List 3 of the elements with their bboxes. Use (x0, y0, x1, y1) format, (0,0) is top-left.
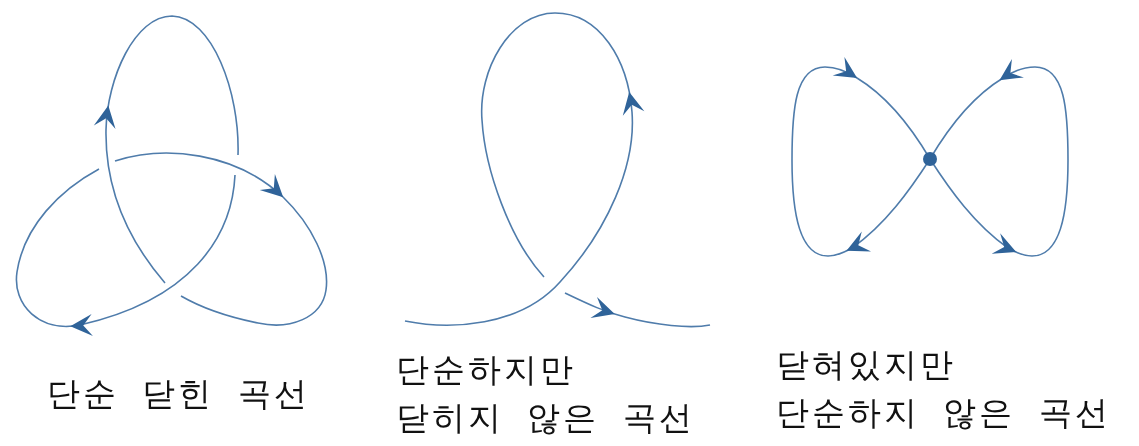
caption: 단순하지만 닫히지 않은 곡선 (396, 349, 695, 439)
caption: 단순 닫힌 곡선 (47, 373, 310, 415)
caption: 닫혀있지만 단순하지 않은 곡선 (776, 344, 1111, 434)
